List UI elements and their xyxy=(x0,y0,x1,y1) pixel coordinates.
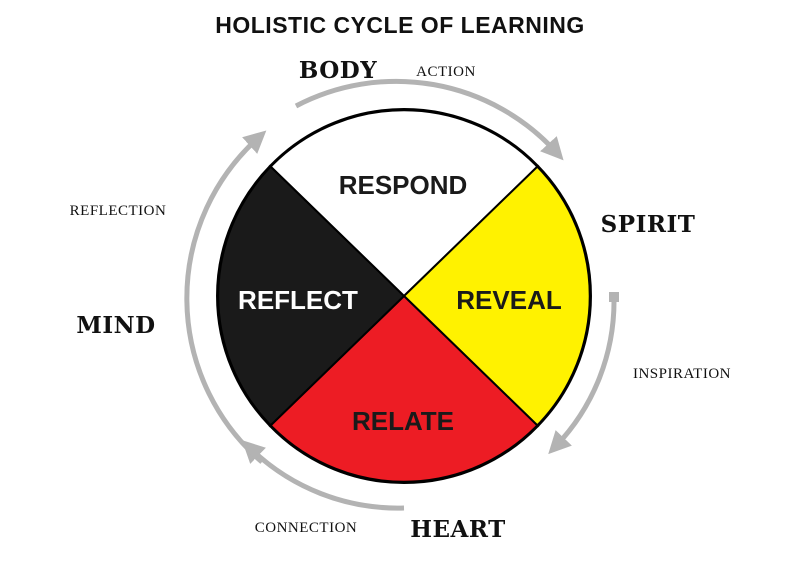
direction-label-heart: HEART xyxy=(410,516,505,543)
quadrant-label-respond: RESPOND xyxy=(339,170,468,200)
arrow-spirit-to-heart xyxy=(548,297,617,455)
diagram-title: HOLISTIC CYCLE OF LEARNING xyxy=(215,12,585,38)
direction-label-mind: MIND xyxy=(76,312,155,339)
learning-wheel xyxy=(216,108,592,484)
arrow-mind-to-body xyxy=(184,130,267,464)
quadrant-label-relate: RELATE xyxy=(352,406,454,436)
direction-label-body: BODY xyxy=(299,57,377,84)
quadrant-label-reflect: REFLECT xyxy=(238,285,358,315)
arrow-body-to-spirit xyxy=(294,78,564,161)
arrow-spirit-start-cap xyxy=(609,292,619,302)
arrow-heart-to-mind xyxy=(241,440,405,511)
cycle-label-inspiration: INSPIRATION xyxy=(633,366,731,382)
cycle-label-action: ACTION xyxy=(416,64,476,80)
direction-label-spirit: SPIRIT xyxy=(601,211,696,238)
cycle-label-connection: CONNECTION xyxy=(255,520,358,536)
cycle-arrows xyxy=(184,78,619,511)
cycle-label-reflection: REFLECTION xyxy=(70,203,167,219)
quadrant-label-reveal: REVEAL xyxy=(456,285,562,315)
wheel-outline xyxy=(216,108,592,484)
